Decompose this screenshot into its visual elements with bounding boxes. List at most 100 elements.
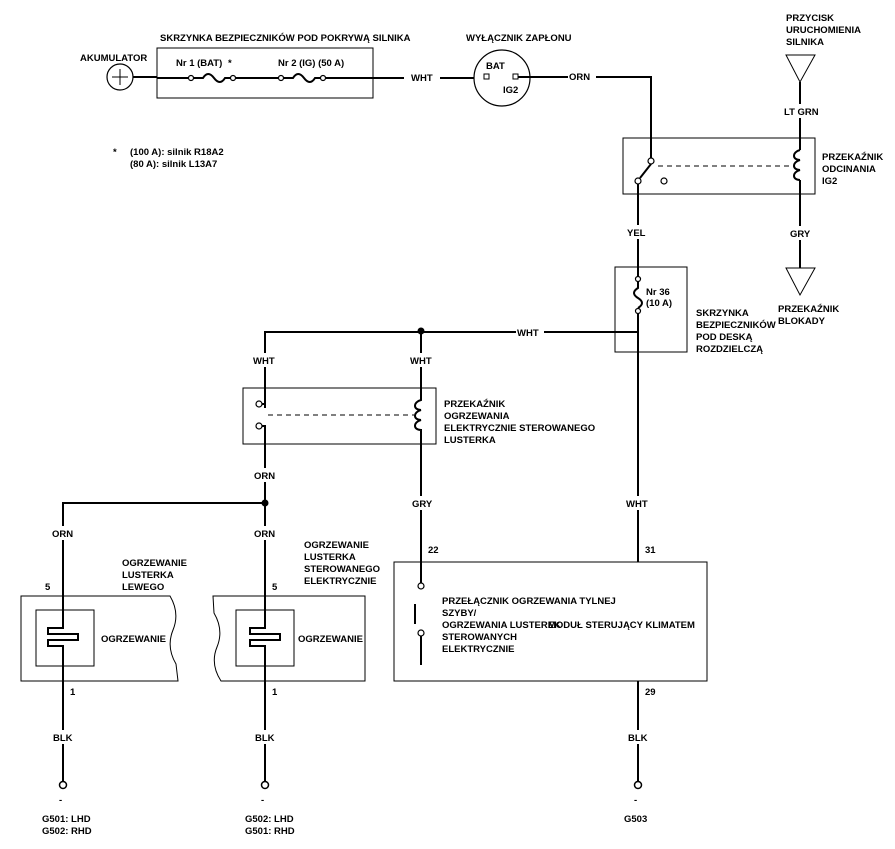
relay-ig2-line1: PRZEKAŹNIK (822, 152, 883, 163)
footnote-star: * (113, 147, 117, 158)
dash-fuse-label: Nr 36 (646, 287, 670, 298)
ground-left-line1: G501: LHD (42, 814, 91, 825)
splice-orn (261, 499, 269, 507)
mirror-relay-contacts (259, 403, 266, 434)
left-heater-box (35, 609, 95, 667)
wire-label-gry-2: GRY (412, 499, 433, 510)
right-mirror-line4: ELEKTRYCZNIE (304, 576, 376, 587)
wire-label-bg (626, 730, 652, 744)
left-heater-element-icon (47, 610, 79, 666)
fuse1-label: Nr 1 (BAT) (176, 58, 222, 69)
mirror-relay-terminal-b (255, 422, 263, 430)
wire-label-bg (408, 353, 436, 367)
module-switch-line1: PRZEŁĄCZNIK OGRZEWANIA TYLNEJ (442, 596, 616, 607)
climate-module-label: MODUŁ STERUJĄCY KLIMATEM (548, 620, 695, 631)
wire-label-bg (568, 69, 596, 83)
right-mirror-box (212, 595, 366, 682)
left-mirror-line1: OGRZEWANIE (122, 558, 187, 569)
dash-fusebox-line4: ROZDZIELCZĄ (696, 344, 763, 355)
relay-ig2-terminal-a (647, 157, 655, 165)
wire-label-blk-1: BLK (53, 733, 73, 744)
dash-fuse-rating: (10 A) (646, 298, 672, 309)
wire-label-blk-3: BLK (628, 733, 648, 744)
fuse1-terminal-a (187, 74, 195, 82)
fusebox-engine-box (156, 47, 374, 99)
start-button-line1: PRZYCISK (786, 13, 834, 24)
dash-fusebox-line2: BEZPIECZNIKÓW (696, 319, 776, 331)
module-pin-31: 31 (645, 545, 656, 556)
wire-label-orn-2: ORN (254, 471, 275, 482)
ground-right-minus: - (634, 795, 637, 806)
ground-left-minus: - (59, 795, 62, 806)
fuse2-terminal-b (319, 74, 327, 82)
fusebox-engine-title: SKRZYNKA BEZPIECZNIKÓW POD POKRYWĄ SILNI… (160, 32, 411, 44)
relay-ig2-switch-blade (639, 163, 652, 179)
right-mirror-heater-label: OGRZEWANIE (298, 634, 363, 645)
right-mirror-line2: LUSTERKA (304, 552, 356, 563)
wire-label-bg (410, 496, 436, 510)
wire-label-wht-4: WHT (410, 356, 432, 367)
ground-right-icon (633, 780, 643, 790)
dash-fuse-terminal-b (634, 307, 642, 315)
lock-relay-connector-icon (785, 267, 816, 297)
dash-fusebox-box (614, 266, 688, 353)
left-mirror-pin-top: 5 (45, 582, 51, 593)
mirror-relay-terminal-a (255, 400, 263, 408)
left-mirror-line3: LEWEGO (122, 582, 164, 593)
dash-fuse-symbol (633, 280, 643, 309)
relay-ig2-line2: ODCINANIA (822, 164, 876, 175)
fuse2-terminal-a (277, 74, 285, 82)
module-switch-terminal-b (417, 629, 425, 637)
relay-ig2-line3: IG2 (822, 176, 837, 187)
module-switch-line3: OGRZEWANIA LUSTEREK (442, 620, 561, 631)
wire-label-orn-4: ORN (254, 529, 275, 540)
module-switch-line5: ELEKTRYCZNIE (442, 644, 514, 655)
ground-mid-icon (260, 780, 270, 790)
wire-label-bg (783, 104, 823, 118)
lock-relay-line1: PRZEKAŹNIK (778, 304, 839, 315)
footnote-line2: (80 A): silnik L13A7 (130, 159, 217, 170)
ignition-bat-terminal (483, 73, 490, 80)
wire-label-wht-1: WHT (411, 73, 433, 84)
module-switch-line2: SZYBY/ (442, 608, 477, 619)
left-mirror-line2: LUSTERKA (122, 570, 174, 581)
splice-wht (417, 327, 425, 335)
left-mirror-heater-label: OGRZEWANIE (101, 634, 166, 645)
wire-label-bg (253, 730, 279, 744)
wire-orn-left-mirror (62, 502, 265, 610)
ground-left-line2: G502: RHD (42, 826, 92, 837)
right-mirror-line3: STEROWANEGO (304, 564, 380, 575)
relay-ig2-coil-icon (793, 149, 801, 181)
wire-label-bg (50, 526, 78, 540)
battery-plus-icon (112, 69, 128, 85)
footnote-line1: (100 A): silnik R18A2 (130, 147, 224, 158)
start-button-connector-icon (785, 54, 816, 84)
dash-fusebox-line3: POD DESKĄ (696, 332, 753, 343)
ground-mid-line1: G502: LHD (245, 814, 294, 825)
ignition-bat: BAT (486, 61, 505, 72)
relay-ig2-box (622, 137, 816, 195)
ground-right-label: G503 (624, 814, 647, 825)
start-button-line2: URUCHOMIENIA (786, 25, 861, 36)
fuse2-symbol (282, 73, 322, 83)
module-pin-22: 22 (428, 545, 439, 556)
ignition-ig2: IG2 (503, 85, 518, 96)
wire-label-orn-3: ORN (52, 529, 73, 540)
wire-label-bg (625, 225, 651, 239)
fuse1-symbol (192, 73, 232, 83)
wire-label-gry-1: GRY (790, 229, 811, 240)
left-mirror-pin-bottom: 1 (70, 687, 76, 698)
ignition-title: WYŁĄCZNIK ZAPŁONU (466, 33, 572, 44)
mirror-relay-line2: OGRZEWANIA (444, 411, 510, 422)
ignition-ig2-terminal (512, 73, 519, 80)
lock-relay-line2: BLOKADY (778, 316, 826, 327)
wire-label-bg (251, 353, 279, 367)
mirror-relay-coil-icon (414, 398, 422, 444)
wire-label-bg (252, 526, 280, 540)
wire-label-bg (624, 496, 652, 510)
wire-label-bg (252, 468, 280, 482)
right-mirror-pin-top: 5 (272, 582, 278, 593)
wire-label-yel: YEL (627, 228, 646, 239)
